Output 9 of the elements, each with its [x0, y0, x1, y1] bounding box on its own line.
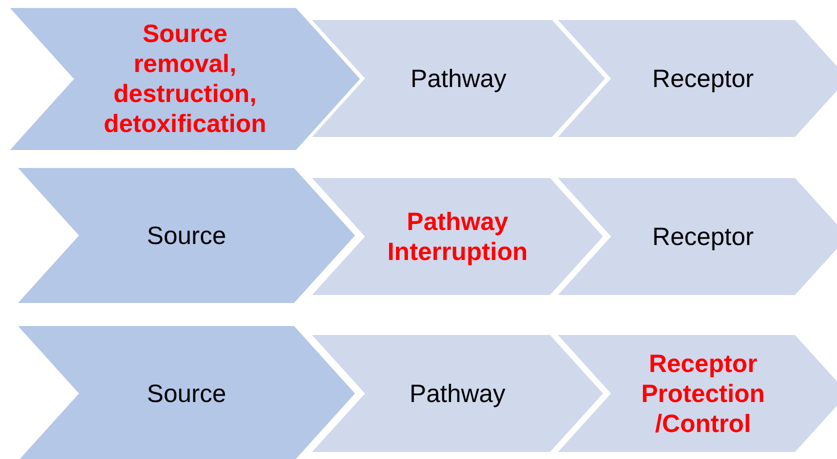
step-label: Receptor [652, 222, 754, 252]
step-label: Receptor [652, 64, 754, 94]
step-label: Pathway Interruption [386, 206, 529, 266]
step-label: Source [146, 220, 226, 250]
step-label: Receptor Protection /Control [640, 348, 766, 438]
step-label: Source removal, destruction, detoxification [102, 19, 268, 139]
step-label: Source [146, 378, 226, 408]
step-label: Pathway [410, 378, 506, 408]
step-label: Pathway [410, 64, 506, 94]
